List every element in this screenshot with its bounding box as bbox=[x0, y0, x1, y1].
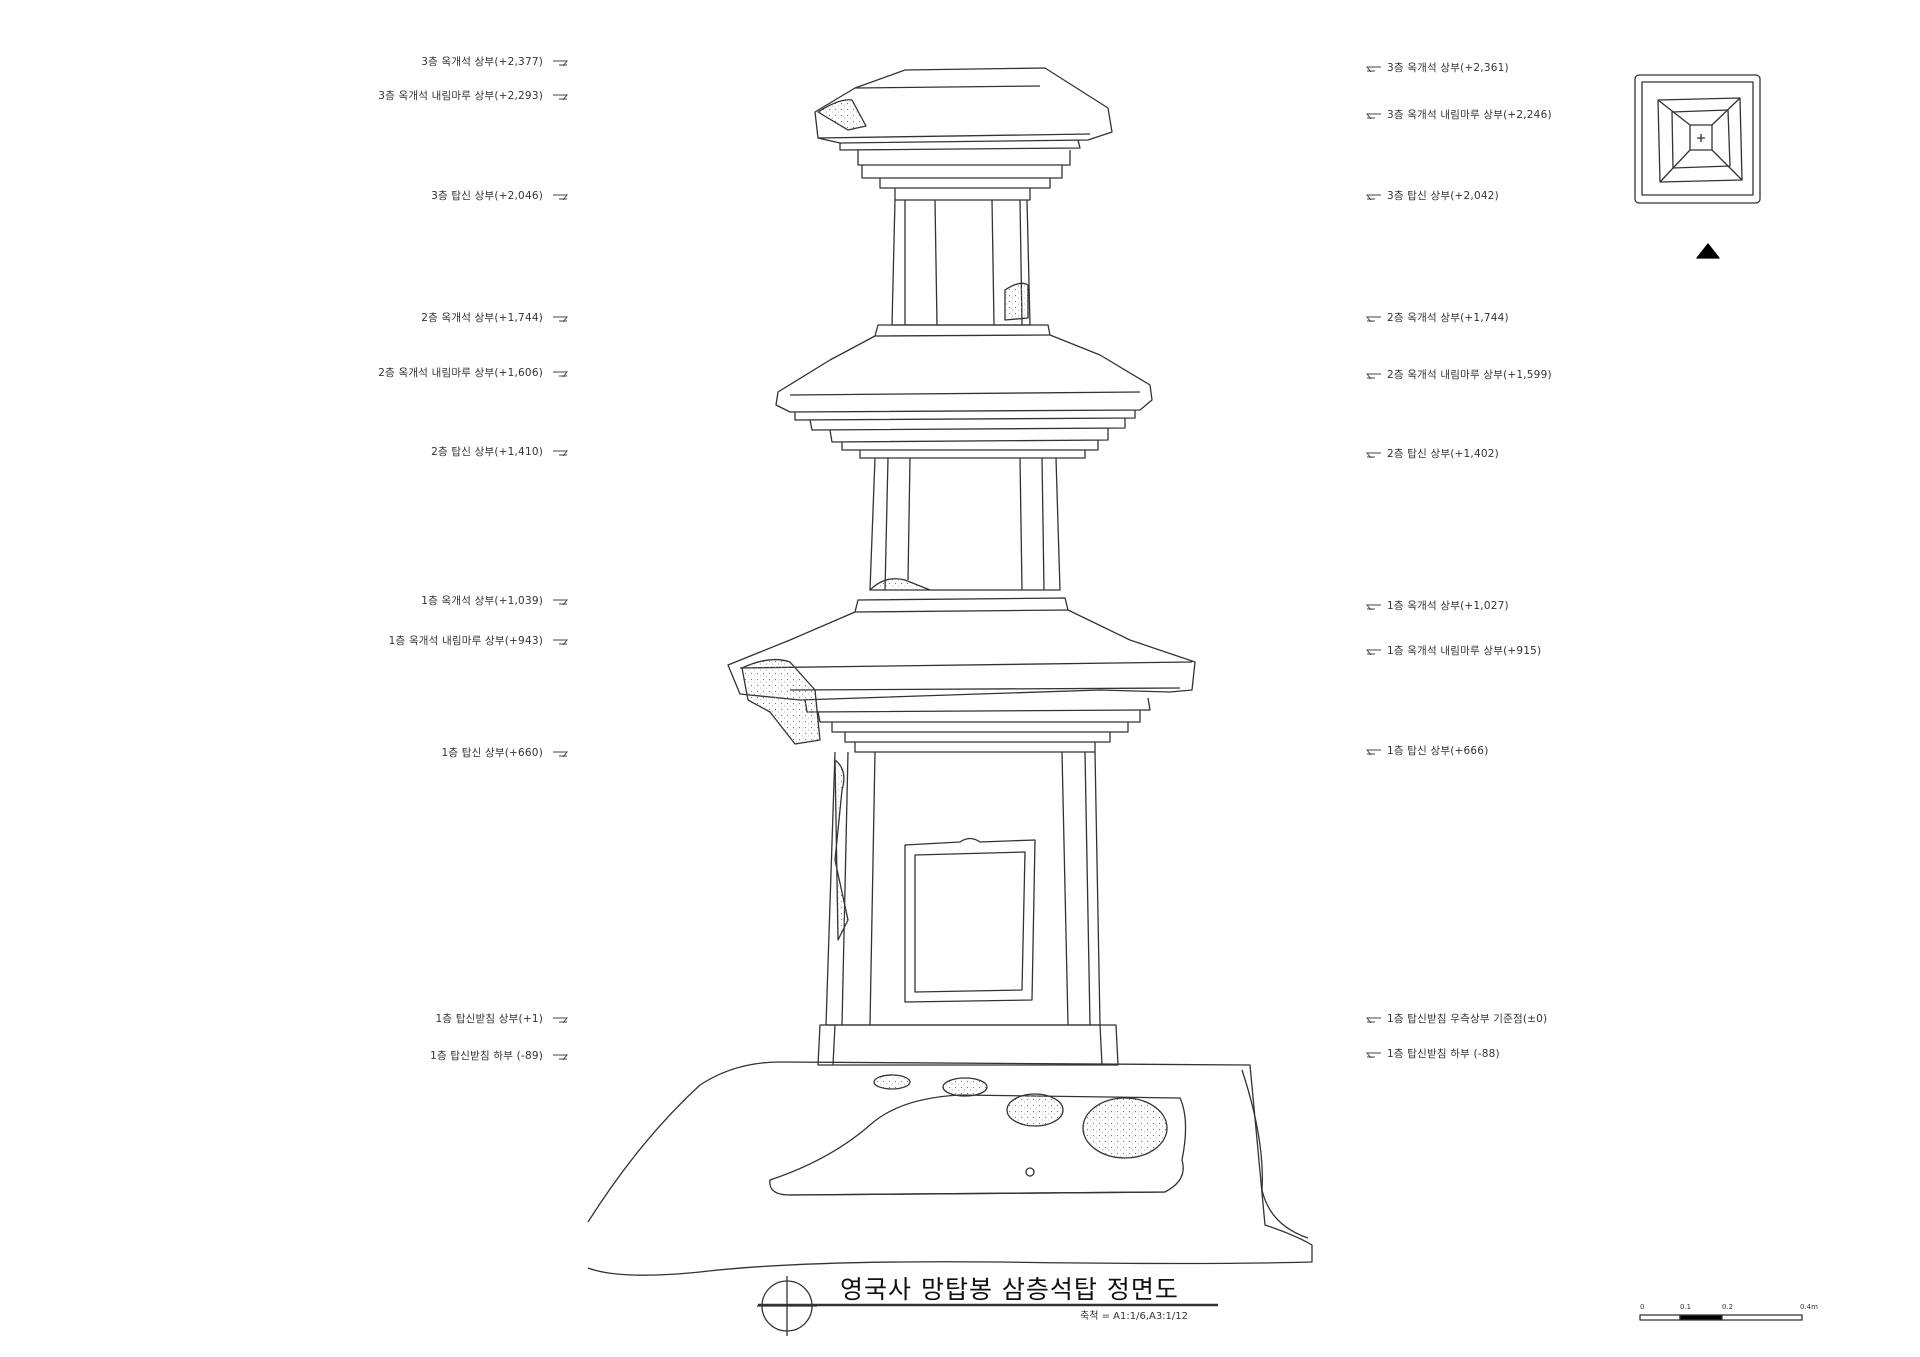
right-level-label: 2층 옥개석 상부(+1,744) bbox=[1387, 312, 1509, 324]
level-marker-icon bbox=[1365, 1017, 1381, 1024]
level-marker-icon bbox=[1365, 194, 1381, 201]
body-pedestal bbox=[817, 1024, 1119, 1066]
second-roof-stone bbox=[775, 324, 1153, 459]
scale-bar bbox=[1639, 1314, 1803, 1321]
left-level-label: 3층 옥개석 내림마루 상부(+2,293) bbox=[378, 90, 543, 102]
scale-tick-label: 0.4m bbox=[1800, 1303, 1818, 1311]
bedrock-base bbox=[587, 1061, 1313, 1276]
level-marker-icon bbox=[553, 371, 569, 378]
left-level-label: 1층 탑신 상부(+660) bbox=[441, 747, 543, 759]
level-marker-icon bbox=[553, 751, 569, 758]
scale-tick-label: 0.1 bbox=[1680, 1303, 1692, 1311]
third-body-stone bbox=[891, 199, 1031, 326]
plan-view bbox=[1634, 74, 1761, 204]
right-level-label: 2층 옥개석 내림마루 상부(+1,599) bbox=[1387, 369, 1552, 381]
level-marker-icon bbox=[1365, 66, 1381, 73]
scale-note: 축척 = A1:1/6,A3:1/12 bbox=[1080, 1311, 1189, 1322]
scale-tick-label: 0 bbox=[1640, 1303, 1645, 1311]
level-leaders bbox=[553, 60, 1381, 1061]
level-marker-icon bbox=[553, 1054, 569, 1061]
left-level-label: 2층 옥개석 상부(+1,744) bbox=[421, 312, 543, 324]
left-level-label: 2층 옥개석 내림마루 상부(+1,606) bbox=[378, 367, 543, 379]
level-marker-icon bbox=[553, 194, 569, 201]
title-underline bbox=[757, 1276, 1218, 1336]
left-level-label: 1층 옥개석 내림마루 상부(+943) bbox=[388, 635, 543, 647]
first-body-stone bbox=[825, 751, 1101, 1026]
right-level-label: 1층 탑신받침 우측상부 기준점(±0) bbox=[1387, 1013, 1548, 1025]
left-level-label: 3층 옥개석 상부(+2,377) bbox=[421, 56, 543, 68]
left-level-label: 2층 탑신 상부(+1,410) bbox=[431, 446, 543, 458]
level-marker-icon bbox=[1365, 373, 1381, 380]
drawing-title: 영국사 망탑봉 삼층석탑 정면도 bbox=[840, 1275, 1179, 1304]
level-marker-icon bbox=[1365, 316, 1381, 323]
level-marker-icon bbox=[1365, 749, 1381, 756]
level-marker-icon bbox=[1365, 452, 1381, 459]
level-marker-icon bbox=[553, 60, 569, 67]
level-marker-icon bbox=[553, 450, 569, 457]
first-roof-stone bbox=[727, 597, 1196, 753]
inscription-panel bbox=[904, 837, 1036, 1003]
right-level-label: 3층 옥개석 상부(+2,361) bbox=[1387, 62, 1509, 74]
right-level-label: 2층 탑신 상부(+1,402) bbox=[1387, 448, 1499, 460]
left-level-label: 3층 탑신 상부(+2,046) bbox=[431, 190, 543, 202]
right-level-label: 1층 탑신받침 하부 (-88) bbox=[1387, 1048, 1500, 1060]
level-marker-icon bbox=[553, 94, 569, 101]
right-level-label: 1층 탑신 상부(+666) bbox=[1387, 745, 1489, 757]
level-marker-icon bbox=[553, 639, 569, 646]
level-marker-icon bbox=[1365, 604, 1381, 611]
right-level-label: 3층 옥개석 내림마루 상부(+2,246) bbox=[1387, 109, 1552, 121]
level-marker-icon bbox=[553, 316, 569, 323]
level-marker-icon bbox=[1365, 113, 1381, 120]
level-marker-icon bbox=[553, 1017, 569, 1024]
left-level-label: 1층 옥개석 상부(+1,039) bbox=[421, 595, 543, 607]
third-roof-stone bbox=[814, 67, 1113, 201]
level-marker-icon bbox=[553, 599, 569, 606]
left-level-label: 1층 탑신받침 상부(+1) bbox=[435, 1013, 543, 1025]
level-marker-icon bbox=[1365, 649, 1381, 656]
right-level-label: 3층 탑신 상부(+2,042) bbox=[1387, 190, 1499, 202]
left-level-label: 1층 탑신받침 하부 (-89) bbox=[430, 1050, 543, 1062]
right-level-label: 1층 옥개석 내림마루 상부(+915) bbox=[1387, 645, 1542, 657]
scale-tick-label: 0.2 bbox=[1722, 1303, 1734, 1311]
second-body-stone bbox=[869, 457, 1061, 591]
level-marker-icon bbox=[1365, 1052, 1381, 1059]
north-arrow-icon bbox=[1696, 243, 1720, 259]
right-level-label: 1층 옥개석 상부(+1,027) bbox=[1387, 600, 1509, 612]
